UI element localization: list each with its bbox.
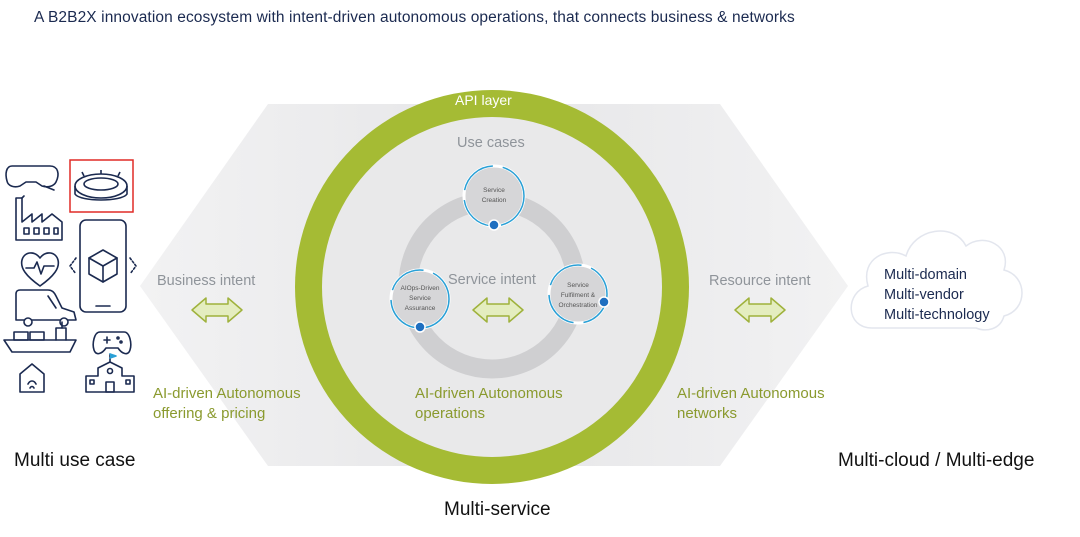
smartphone-ar-icon: [69, 219, 137, 313]
multi-cloud-edge-label: Multi-cloud / Multi-edge: [838, 450, 1035, 471]
service-intent-label: Service intent: [448, 272, 536, 288]
page-title: A B2B2X innovation ecosystem with intent…: [34, 9, 795, 26]
health-heart-icon: [20, 252, 60, 287]
use-cases-label: Use cases: [457, 135, 525, 151]
node-aiops-assurance: [389, 268, 451, 333]
school-icon: [85, 353, 135, 393]
multi-service-label: Multi-service: [444, 499, 551, 520]
vr-headset-icon: [5, 165, 59, 191]
service-intent-arrow: [472, 297, 524, 323]
node-service-creation: [462, 164, 526, 231]
business-intent-arrow: [191, 297, 243, 323]
multi-use-case-label: Multi use case: [14, 450, 136, 471]
ship-icon: [3, 321, 77, 353]
resource-intent-arrow: [734, 297, 786, 323]
node-service-fulfilment: [547, 263, 610, 325]
api-layer-label: API layer: [455, 92, 512, 108]
resource-intent-label: Resource intent: [709, 273, 811, 289]
business-intent-label: Business intent: [157, 273, 256, 289]
game-controller-icon: [92, 331, 132, 355]
factory-icon: [15, 195, 63, 241]
stadium-icon: [69, 159, 134, 213]
cloud-shape: [850, 230, 1023, 331]
smart-home-icon: [19, 363, 45, 393]
delivery-van-icon: [15, 289, 77, 327]
use-cases-disc: [322, 117, 662, 457]
